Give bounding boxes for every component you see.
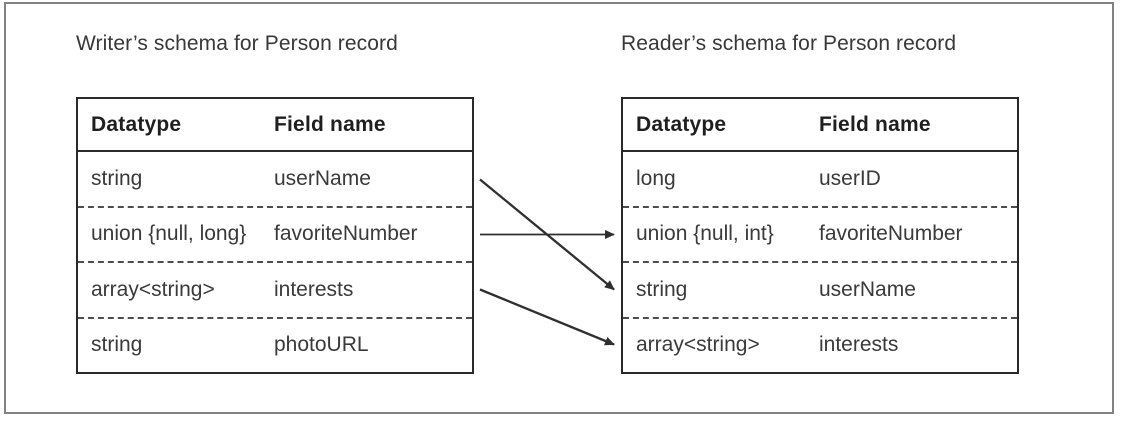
field-name-header: Field name	[819, 112, 931, 136]
table-row: array<string> interests	[623, 316, 1017, 373]
datatype-cell: union {null, int}	[636, 222, 774, 246]
datatype-header: Datatype	[91, 112, 182, 136]
field-name-cell: favoriteNumber	[274, 222, 418, 246]
field-name-cell: userName	[819, 277, 916, 301]
table-row: string userName	[78, 152, 472, 206]
writer-schema-title: Writer’s schema for Person record	[76, 32, 398, 55]
reader-table-header-row: Datatype Field name	[623, 99, 1017, 152]
reader-schema-table: Datatype Field name long userID union {n…	[621, 97, 1019, 374]
datatype-cell: array<string>	[636, 333, 760, 357]
datatype-cell: array<string>	[91, 277, 215, 301]
field-name-cell: userID	[819, 166, 881, 190]
field-name-cell: interests	[819, 333, 899, 357]
datatype-cell: union {null, long}	[91, 222, 247, 246]
writer-table-header-row: Datatype Field name	[78, 99, 472, 152]
datatype-cell: string	[636, 277, 688, 301]
datatype-cell: string	[91, 333, 143, 357]
field-name-cell: userName	[274, 166, 371, 190]
field-name-header: Field name	[274, 112, 386, 136]
table-row: union {null, long} favoriteNumber	[78, 205, 472, 262]
field-name-cell: favoriteNumber	[819, 222, 963, 246]
writer-schema-table: Datatype Field name string userName unio…	[76, 97, 474, 374]
datatype-cell: string	[91, 166, 143, 190]
datatype-header: Datatype	[636, 112, 727, 136]
field-name-cell: interests	[274, 277, 354, 301]
table-row: union {null, int} favoriteNumber	[623, 205, 1017, 262]
table-row: string userName	[623, 261, 1017, 317]
table-row: long userID	[623, 152, 1017, 206]
datatype-cell: long	[636, 166, 676, 190]
reader-schema-title: Reader’s schema for Person record	[621, 32, 957, 55]
field-name-cell: photoURL	[274, 333, 369, 357]
table-row: array<string> interests	[78, 261, 472, 317]
table-row: string photoURL	[78, 316, 472, 373]
